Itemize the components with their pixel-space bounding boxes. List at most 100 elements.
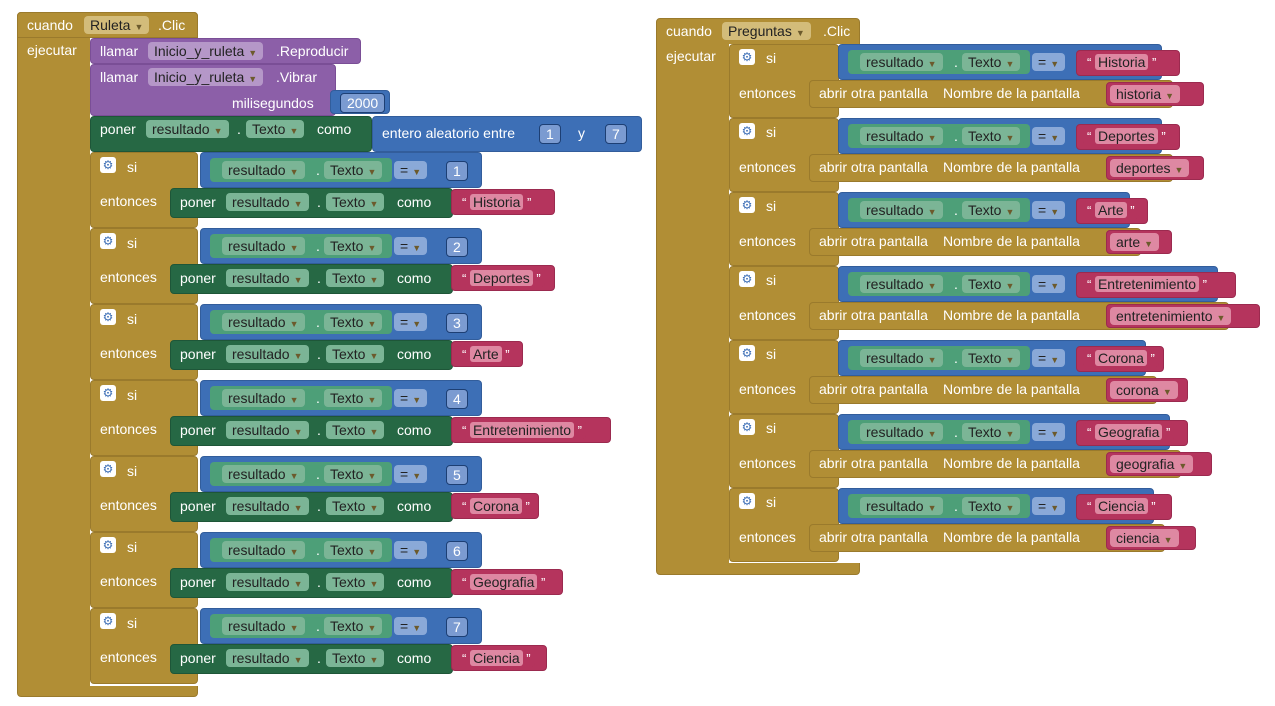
- gear-icon[interactable]: ⚙: [100, 613, 116, 629]
- number-field[interactable]: 1: [446, 161, 468, 181]
- screen-name-dropdown[interactable]: deportes▼: [1110, 159, 1190, 177]
- gear-icon[interactable]: ⚙: [100, 461, 116, 477]
- component-dropdown-resultado[interactable]: resultado▼: [226, 421, 309, 439]
- operator-dropdown[interactable]: =▼: [394, 313, 428, 331]
- component-dropdown-resultado[interactable]: resultado▼: [226, 269, 309, 287]
- component-dropdown-resultado[interactable]: resultado▼: [860, 349, 943, 367]
- text-string-field[interactable]: “ Deportes ”: [458, 269, 545, 287]
- operator-dropdown[interactable]: =▼: [394, 617, 428, 635]
- text-string-field[interactable]: “ Historia ”: [458, 193, 536, 211]
- number-field[interactable]: 2: [446, 237, 468, 257]
- random-from-field[interactable]: 1: [539, 124, 561, 144]
- component-dropdown-resultado[interactable]: resultado▼: [860, 201, 943, 219]
- number-field[interactable]: 4: [446, 389, 468, 409]
- property-dropdown-texto[interactable]: Texto▼: [324, 313, 383, 331]
- component-dropdown-resultado[interactable]: resultado▼: [222, 465, 305, 483]
- number-field[interactable]: 7: [446, 617, 468, 637]
- operator-dropdown[interactable]: =▼: [1032, 53, 1066, 71]
- component-dropdown-resultado[interactable]: resultado▼: [226, 573, 309, 591]
- component-dropdown-resultado[interactable]: resultado▼: [860, 53, 943, 71]
- property-dropdown-texto[interactable]: Texto▼: [246, 120, 305, 138]
- property-dropdown-texto[interactable]: Texto▼: [962, 53, 1021, 71]
- operator-dropdown[interactable]: =▼: [1032, 127, 1066, 145]
- property-dropdown-texto[interactable]: Texto▼: [962, 497, 1021, 515]
- text-string-field[interactable]: “ Ciencia ”: [458, 649, 535, 667]
- set-block[interactable]: [170, 568, 453, 598]
- component-dropdown-resultado[interactable]: resultado▼: [226, 497, 309, 515]
- property-dropdown-texto[interactable]: Texto▼: [326, 649, 385, 667]
- component-dropdown-resultado[interactable]: resultado▼: [222, 313, 305, 331]
- component-dropdown-preguntas[interactable]: Preguntas▼: [722, 22, 811, 40]
- gear-icon[interactable]: ⚙: [739, 419, 755, 435]
- component-dropdown-resultado[interactable]: resultado▼: [222, 541, 305, 559]
- component-dropdown-resultado[interactable]: resultado▼: [860, 497, 943, 515]
- property-dropdown-texto[interactable]: Texto▼: [962, 349, 1021, 367]
- operator-dropdown[interactable]: =▼: [394, 541, 428, 559]
- operator-dropdown[interactable]: =▼: [1032, 423, 1066, 441]
- operator-dropdown[interactable]: =▼: [1032, 497, 1066, 515]
- operator-dropdown[interactable]: =▼: [394, 465, 428, 483]
- component-dropdown-resultado[interactable]: resultado▼: [860, 127, 943, 145]
- gear-icon[interactable]: ⚙: [100, 385, 116, 401]
- component-dropdown-resultado[interactable]: resultado▼: [222, 389, 305, 407]
- property-dropdown-texto[interactable]: Texto▼: [962, 275, 1021, 293]
- number-field[interactable]: 6: [446, 541, 468, 561]
- operator-dropdown[interactable]: =▼: [1032, 275, 1066, 293]
- text-string-field[interactable]: “ Ciencia ”: [1083, 497, 1160, 515]
- text-string-field[interactable]: “ Corona ”: [1083, 349, 1159, 367]
- component-dropdown-resultado[interactable]: resultado▼: [226, 649, 309, 667]
- property-dropdown-texto[interactable]: Texto▼: [324, 617, 383, 635]
- operator-dropdown[interactable]: =▼: [394, 389, 428, 407]
- operator-dropdown[interactable]: =▼: [1032, 201, 1066, 219]
- gear-icon[interactable]: ⚙: [739, 271, 755, 287]
- set-block-random[interactable]: [90, 116, 372, 152]
- component-dropdown-ruleta[interactable]: Ruleta▼: [84, 16, 150, 34]
- property-dropdown-texto[interactable]: Texto▼: [324, 465, 383, 483]
- component-dropdown-resultado[interactable]: resultado▼: [226, 345, 309, 363]
- gear-icon[interactable]: ⚙: [100, 309, 116, 325]
- number-field[interactable]: 5: [446, 465, 468, 485]
- property-dropdown-texto[interactable]: Texto▼: [324, 389, 383, 407]
- open-screen-block[interactable]: [809, 376, 1157, 404]
- text-string-field[interactable]: “ Historia ”: [1083, 53, 1161, 71]
- property-dropdown-texto[interactable]: Texto▼: [326, 345, 385, 363]
- component-dropdown-inicio-y-ruleta[interactable]: Inicio_y_ruleta▼: [148, 68, 264, 86]
- operator-dropdown[interactable]: =▼: [394, 161, 428, 179]
- operator-dropdown[interactable]: =▼: [394, 237, 428, 255]
- random-to-field[interactable]: 7: [605, 124, 627, 144]
- screen-name-dropdown[interactable]: geografia▼: [1110, 455, 1194, 473]
- screen-name-dropdown[interactable]: historia▼: [1110, 85, 1181, 103]
- text-string-field[interactable]: “ Geografia ”: [458, 573, 550, 591]
- text-string-field[interactable]: “ Deportes ”: [1083, 127, 1170, 145]
- screen-name-dropdown[interactable]: corona▼: [1110, 381, 1178, 399]
- gear-icon[interactable]: ⚙: [100, 537, 116, 553]
- text-string-field[interactable]: “ Arte ”: [1083, 201, 1139, 219]
- gear-icon[interactable]: ⚙: [739, 197, 755, 213]
- component-dropdown-inicio-y-ruleta[interactable]: Inicio_y_ruleta▼: [148, 42, 264, 60]
- number-field-2000[interactable]: 2000: [340, 93, 386, 113]
- text-string-field[interactable]: “ Corona ”: [458, 497, 534, 515]
- property-dropdown-texto[interactable]: Texto▼: [324, 541, 383, 559]
- property-dropdown-texto[interactable]: Texto▼: [324, 161, 383, 179]
- component-dropdown-resultado[interactable]: resultado▼: [222, 161, 305, 179]
- set-block[interactable]: [170, 264, 453, 294]
- number-field[interactable]: 3: [446, 313, 468, 333]
- screen-name-dropdown[interactable]: arte▼: [1110, 233, 1160, 251]
- open-screen-block[interactable]: [809, 228, 1141, 256]
- screen-name-dropdown[interactable]: ciencia▼: [1110, 529, 1179, 547]
- gear-icon[interactable]: ⚙: [739, 345, 755, 361]
- property-dropdown-texto[interactable]: Texto▼: [324, 237, 383, 255]
- property-dropdown-texto[interactable]: Texto▼: [326, 497, 385, 515]
- property-dropdown-texto[interactable]: Texto▼: [962, 127, 1021, 145]
- property-dropdown-texto[interactable]: Texto▼: [326, 421, 385, 439]
- gear-icon[interactable]: ⚙: [739, 493, 755, 509]
- text-string-field[interactable]: “ Entretenimiento ”: [458, 421, 586, 439]
- set-block[interactable]: [170, 340, 453, 370]
- random-integer-block[interactable]: [372, 116, 642, 152]
- property-dropdown-texto[interactable]: Texto▼: [326, 269, 385, 287]
- set-block[interactable]: [170, 644, 453, 674]
- text-string-field[interactable]: “ Geografia ”: [1083, 423, 1175, 441]
- component-dropdown-resultado[interactable]: resultado▼: [860, 275, 943, 293]
- property-dropdown-texto[interactable]: Texto▼: [326, 193, 385, 211]
- component-dropdown-resultado[interactable]: resultado▼: [226, 193, 309, 211]
